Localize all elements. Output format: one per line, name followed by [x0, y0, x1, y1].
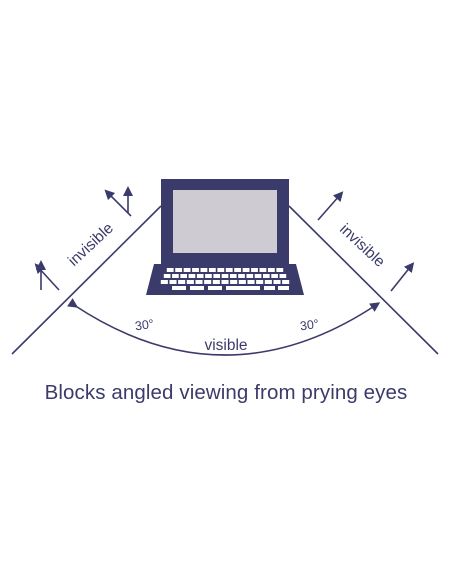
- keyboard-key: [172, 274, 179, 278]
- keyboard-key: [278, 286, 289, 290]
- keyboard-key: [242, 268, 250, 272]
- keyboard-key: [251, 268, 258, 272]
- keyboard-key: [246, 274, 254, 278]
- keyboard-key: [212, 280, 220, 284]
- keyboard-key: [221, 274, 229, 278]
- right-invisible-label: invisible: [336, 221, 388, 271]
- left-upper-diag-arrow: [104, 189, 132, 217]
- keyboard-key: [160, 280, 168, 284]
- left-invisible-label: invisible: [65, 220, 117, 270]
- keyboard-key: [256, 280, 264, 284]
- keyboard-key: [200, 268, 208, 272]
- keyboard-key: [188, 274, 196, 278]
- keyboard-key: [213, 274, 221, 278]
- keyboard-key: [217, 268, 225, 272]
- keyboard-key: [195, 280, 203, 284]
- keyboard-key: [229, 274, 237, 278]
- right-lower-arrow-line: [390, 262, 415, 292]
- keyboard-key: [204, 280, 212, 284]
- keyboard-key: [276, 268, 284, 272]
- keyboard-key: [247, 280, 255, 284]
- visible-label: visible: [204, 337, 247, 354]
- keyboard-key: [208, 268, 216, 272]
- keyboard-key: [230, 280, 238, 284]
- keyboard-key: [254, 274, 262, 278]
- keyboard-key: [263, 274, 270, 278]
- keyboard-key: [166, 268, 174, 272]
- keyboard-key: [234, 268, 242, 272]
- right-boundary-line: [288, 205, 439, 355]
- keyboard-key: [279, 274, 287, 278]
- keyboard-key: [180, 274, 187, 278]
- caption-text: Blocks angled viewing from prying eyes: [44, 381, 408, 404]
- keyboard-key: [169, 280, 177, 284]
- keyboard-key: [178, 280, 186, 284]
- keyboard-key: [238, 274, 245, 278]
- keyboard-key: [221, 280, 229, 284]
- keyboard-key: [264, 280, 272, 284]
- keyboard-key: [208, 286, 222, 290]
- keyboard-key: [192, 268, 199, 272]
- laptop-keyboard: [160, 268, 290, 290]
- left-angle-label: 30°: [134, 317, 155, 333]
- keyboard-key: [190, 286, 204, 290]
- visible-arc: [67, 298, 381, 356]
- keyboard-key: [259, 268, 267, 272]
- keyboard-key: [267, 268, 275, 272]
- right-angle-label: 30°: [299, 317, 320, 333]
- left-boundary-line: [11, 205, 162, 355]
- keyboard-key: [238, 280, 246, 284]
- left-upper-arrow-head-diag: [108, 187, 122, 199]
- keyboard-spacebar: [226, 286, 260, 290]
- keyboard-key: [163, 274, 171, 278]
- keyboard-key: [175, 268, 183, 272]
- laptop-screen-display: [173, 190, 277, 253]
- keyboard-key: [196, 274, 204, 278]
- left-lower-diag-arrow: [34, 263, 60, 291]
- keyboard-key: [186, 280, 194, 284]
- keyboard-key: [183, 268, 191, 272]
- right-upper-arrow-line: [317, 191, 344, 221]
- keyboard-key: [273, 280, 281, 284]
- keyboard-key: [271, 274, 278, 278]
- keyboard-key: [282, 280, 290, 284]
- keyboard-key: [172, 286, 186, 290]
- keyboard-key: [225, 268, 233, 272]
- keyboard-key: [205, 274, 212, 278]
- keyboard-key: [264, 286, 275, 290]
